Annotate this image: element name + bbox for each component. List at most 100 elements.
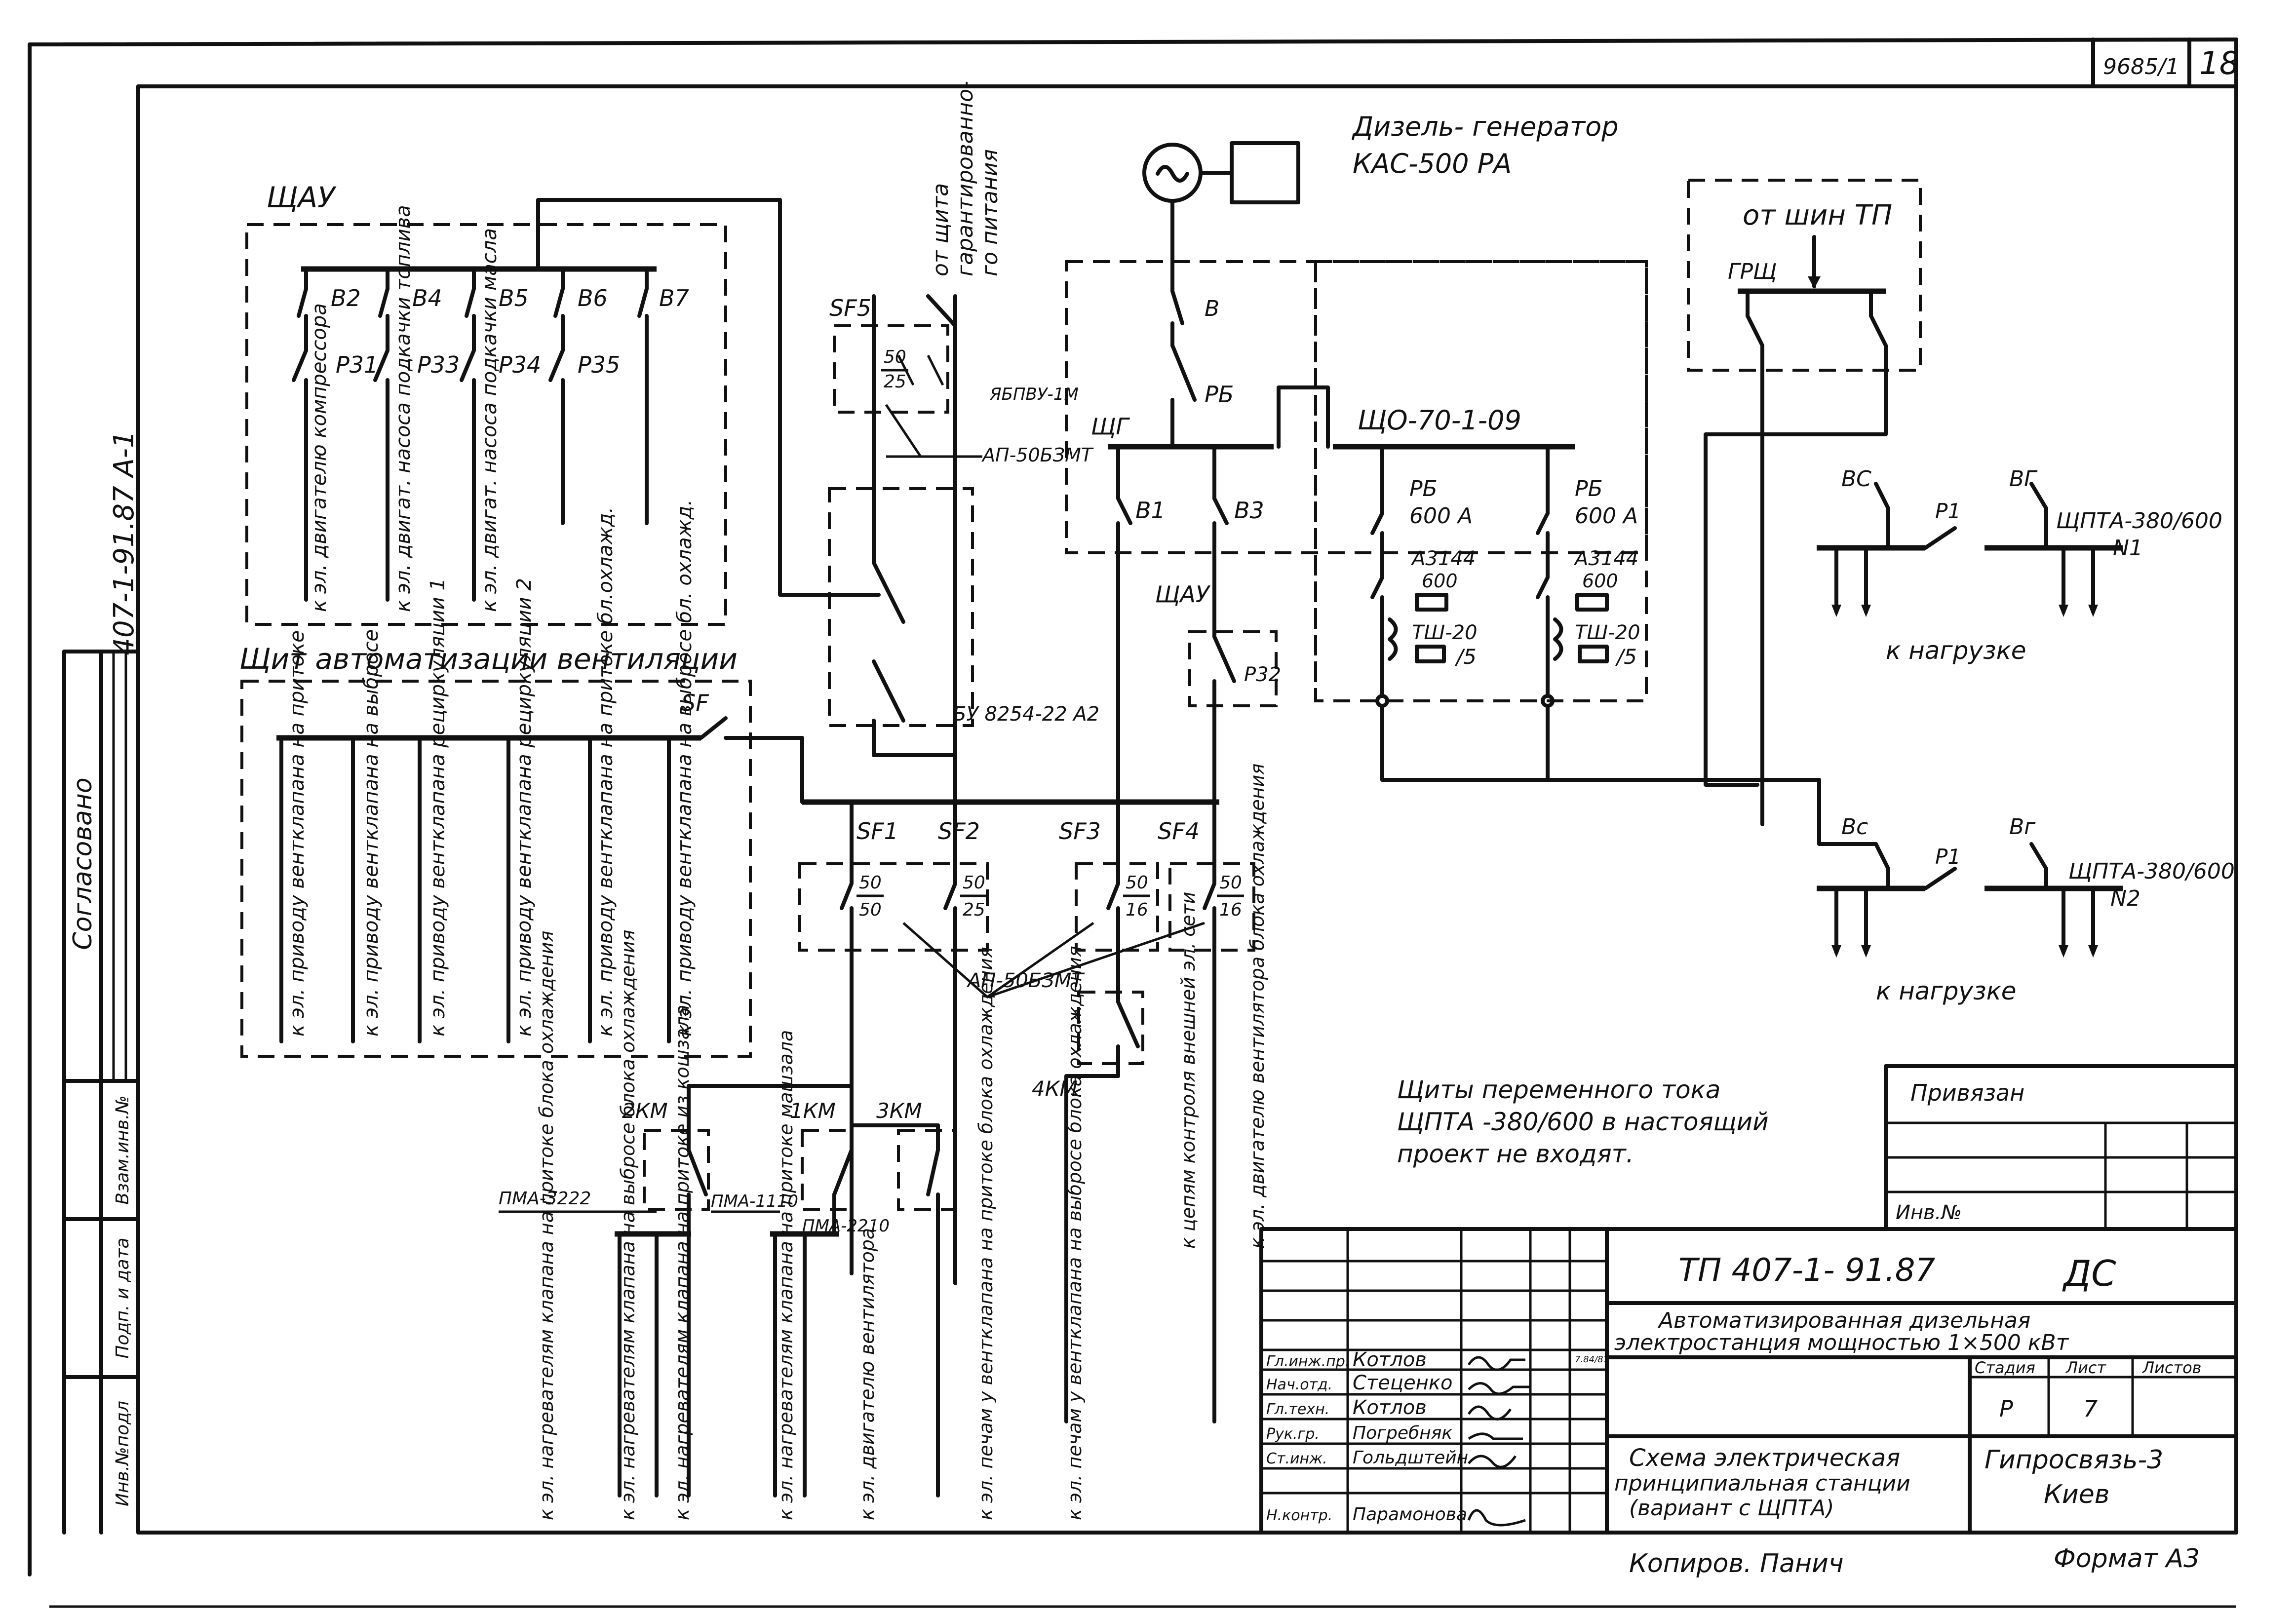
schau-breaker-0: В2 (331, 285, 361, 311)
sho-panel-label: ЩО-70-1-09 (1358, 405, 1521, 436)
sf4-label: SF4 (1158, 818, 1200, 845)
schau-breaker-3: В6 (578, 285, 608, 311)
shpta1-bc: ВС (1841, 466, 1871, 492)
sf1-rating-b: 50 (859, 900, 882, 920)
shpta2-wiring (1817, 822, 2123, 958)
k3-box (897, 1129, 957, 1211)
schau-switch-1: Р33 (417, 351, 460, 378)
footer-copied: Копиров. Панич (1629, 1549, 1844, 1578)
stamp-role-4: Ст.инж. (1266, 1450, 1327, 1467)
gen-switch-rb: РБ (1205, 381, 1234, 408)
feeder-b1: В1 (1135, 497, 1166, 524)
schau-switch-0: Р31 (336, 351, 378, 378)
sho-rb-0: РБ (1409, 476, 1438, 501)
shpta2-load: к нагрузке (1876, 977, 2017, 1005)
shpta1-p1: Р1 (1935, 499, 1961, 523)
stamp-name-0: Котлов (1353, 1348, 1427, 1371)
feeder-b3: В3 (1234, 497, 1264, 524)
corner-code: 9685/1 (2103, 54, 2179, 79)
pma3222-label: ПМА-3222 (499, 1189, 591, 1209)
k4-box (1077, 991, 1144, 1065)
vent-load-4: к эл. приводу вентклапана на притоке бл.… (594, 507, 617, 1037)
sf1-label: SF1 (856, 818, 898, 845)
schau-load-0: к эл. двигателю компрессора (308, 303, 331, 612)
stamp-role-2: Гл.техн. (1266, 1401, 1329, 1418)
sho-ct-1: ТШ-20 (1575, 621, 1640, 644)
bottom-load-0: к эл. нагревателям клапана на притоке бл… (536, 931, 557, 1520)
tp-wiring (1704, 235, 1888, 826)
shpta1-bg: ВГ (2009, 466, 2038, 492)
side-box-2: Подп. и дата (113, 1237, 133, 1358)
sho-rb-1: РБ (1575, 476, 1603, 501)
shpta2-bg: Вг (2009, 814, 2036, 840)
stamp-mark: ДС (2062, 1253, 2116, 1294)
bottom-load-3: к эл. нагревателям клапана на притоке ма… (775, 1030, 797, 1520)
stamp-stage: Р (1999, 1395, 2013, 1422)
stamp-sheets-h: Листов (2142, 1358, 2202, 1377)
sf-group-type: АП-50БЗМТ (966, 969, 1085, 992)
bottom-load-7: к цепям контроля внешней эл. сети (1177, 892, 1199, 1249)
side-strip (62, 650, 140, 1535)
stamp-sheet: 7 (2083, 1395, 2098, 1422)
k4-label: 4КМ (1032, 1076, 1078, 1101)
sf5-rating-a: 50 (884, 347, 906, 367)
sf2-rating-b: 25 (963, 900, 985, 920)
note-line-2: ЩПТА -380/600 в настоящий (1397, 1108, 1769, 1136)
sho-breaker-box-0 (1415, 593, 1448, 612)
sf4-box (1168, 862, 1255, 952)
sho-breaker-rating-1: 600 (1582, 570, 1618, 592)
stamp-name-3: Погребняк (1353, 1423, 1452, 1443)
bottom-load-2: к эл. нагревателям клапана на притоке из… (671, 1004, 693, 1520)
vent-load-1: к эл. приводу вентклапана на выбросе (360, 629, 383, 1037)
stamp-role-0: Гл.инж.пр. (1266, 1353, 1350, 1370)
gen-title-2: КАС-500 РА (1353, 148, 1512, 179)
side-box-1: Инв.№подл (113, 1401, 133, 1506)
k1-label: 1КМ (790, 1099, 836, 1123)
schau-load-1: к эл. двигат. насоса подкачки топлива (392, 205, 415, 612)
shpta1-num: N1 (2113, 536, 2143, 561)
sho-breaker-rating-0: 600 (1422, 570, 1458, 592)
stamp-title-1: Автоматизированная дизельная (1657, 1308, 2030, 1333)
sho-amp-1: 600 А (1575, 503, 1638, 529)
tp-title: от шин ТП (1743, 199, 1892, 231)
gen-wiring (1108, 199, 1575, 804)
sf4-rating-a: 50 (1219, 873, 1242, 893)
stamp-name-1: Стеценко (1353, 1372, 1452, 1394)
gen-breaker: В (1205, 296, 1219, 321)
gen-panel-label: ЩГ (1091, 413, 1130, 440)
gen-title-1: Дизель- генератор (1352, 111, 1618, 142)
sf5-feed-2: го питания (977, 149, 1003, 276)
grsch-panel-box (1687, 179, 1922, 372)
sho-ratio-0: /5 (1454, 645, 1477, 669)
schau-top-panel (245, 223, 727, 626)
k2-box (643, 1129, 710, 1211)
privyazan-table (1884, 1064, 2238, 1231)
stamp-name-5: Парамонова (1353, 1504, 1467, 1525)
sho-ct-0: ТШ-20 (1412, 621, 1478, 644)
shpta2-name: ЩПТА-380/600 (2068, 859, 2235, 884)
vent-load-3: к эл. приводу вентклапана рециркуляции 2 (513, 578, 536, 1037)
stamp-sheet-h: Лист (2065, 1358, 2106, 1377)
stamp-name-4: Гольдштейн (1353, 1448, 1468, 1468)
bottom-load-5: к эл. печам у вентклапана на притоке бло… (975, 947, 997, 1520)
sf4-rating-b: 16 (1219, 900, 1242, 920)
ac-wave-icon (1156, 165, 1189, 183)
shpta2-num: N2 (2110, 886, 2140, 911)
stamp-org-2: Киев (2044, 1480, 2109, 1509)
stamp-stage-h: Стадия (1975, 1358, 2035, 1377)
stamp-role-3: Рук.гр. (1266, 1425, 1320, 1443)
sf5-feed-1: гарантированно- (953, 81, 978, 276)
sf2-rating-a: 50 (963, 873, 985, 893)
side-box-3: Взам.инв.№ (113, 1095, 133, 1205)
stamp-doc: ТП 407-1- 91.87 (1678, 1252, 1935, 1289)
footer-format: Формат А3 (2054, 1544, 2200, 1574)
side-inventory: 407-1-91.87 А-1 (108, 430, 140, 655)
bottom-load-4: к эл. двигателю вентилятора (856, 1228, 878, 1520)
sf5-block-type: БУ 8254-22 А2 (953, 703, 1099, 726)
stamp-name-2: Котлов (1353, 1396, 1427, 1419)
shpta1-wiring (1817, 482, 2123, 617)
sho-breaker-1: А3144 (1573, 547, 1638, 570)
sho-wiring (1370, 445, 1821, 826)
shpta1-name: ЩПТА-380/600 (2056, 508, 2222, 534)
